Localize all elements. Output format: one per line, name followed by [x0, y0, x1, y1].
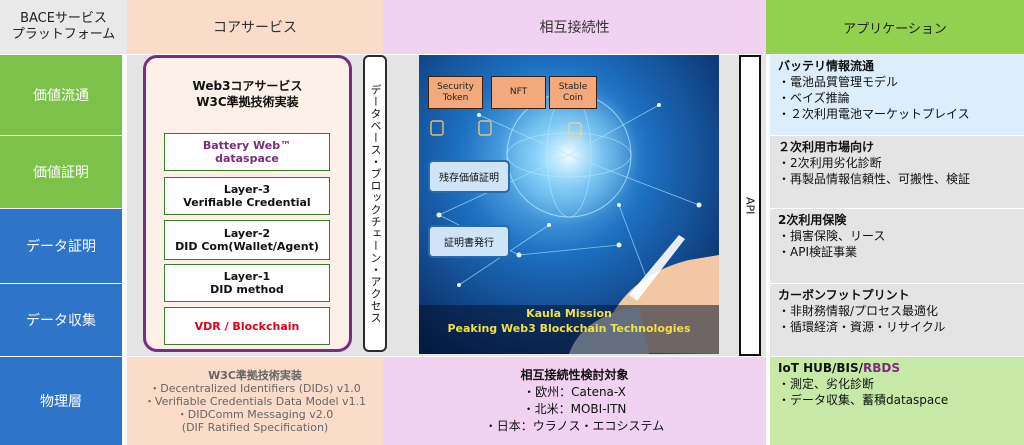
layer-battery-web-dataspace: Battery Web™ dataspace — [164, 133, 330, 171]
residual-value-proof-card: 残存価値証明 — [428, 160, 510, 193]
platform-header-label: BACEサービス プラットフォーム — [11, 11, 116, 42]
row-label-value-distribution: 価値流通 — [0, 55, 122, 135]
app-title: ２次利用市場向け — [778, 140, 875, 154]
app-item: ・2次利用劣化診断 — [778, 156, 882, 170]
app-carbon-footprint: カーボンフットプリント ・非財務情報/プロセス最適化 ・循環経済・資源・リサイク… — [770, 284, 1024, 356]
kaula-mission-caption: Kaula Mission Peaking Web3 Blockchain Te… — [447, 307, 691, 335]
database-blockchain-access-bar: データベース・ブロックチェーン・アクセス — [363, 55, 387, 352]
security-token-chip: Security Token — [428, 76, 483, 109]
app-item: ・非財務情報/プロセス最適化 — [778, 304, 939, 318]
app-iot-hub: IoT HUB/BIS/RBDS ・測定、劣化診断 ・データ収集、蓄積datas… — [770, 357, 1024, 445]
layer-2-did-com: Layer-2 DID Com(Wallet/Agent) — [164, 220, 330, 260]
layer-1-did-method: Layer-1 DID method — [164, 264, 330, 302]
app-item: ・損害保険、リース — [778, 229, 886, 243]
app-title-main: IoT HUB/BIS/ — [778, 361, 864, 375]
w3c-standard-item: ・Verifiable Credentials Data Model v1.1 — [143, 394, 367, 408]
app-item: ・API検証事業 — [778, 245, 857, 259]
w3c-standards-title: W3C準拠技術実装 — [208, 368, 302, 382]
core-services-title: Web3コアサービス W3C準拠技術実装 — [192, 79, 303, 109]
application-header: アプリケーション — [766, 0, 1024, 54]
app-item: ・再製品情報信頼性、可搬性、検証 — [778, 172, 971, 186]
app-item: ・データ収集、蓄積dataspace — [778, 393, 949, 407]
app-battery-info-distribution: バッテリ情報流通 ・電池品質管理モデル ・ベイズ推論 ・２次利用電池マーケットプ… — [770, 55, 1024, 135]
platform-header: BACEサービス プラットフォーム — [0, 0, 127, 54]
app-item: ・ベイズ推論 — [778, 91, 850, 105]
interop-target-item: ・欧州：Catena-X — [523, 385, 626, 399]
w3c-standard-item: ・Decentralized Identifiers (DIDs) v1.0 — [149, 381, 361, 395]
row-label-value-proof: 価値証明 — [0, 136, 122, 208]
layer-3-verifiable-credential: Layer-3 Verifiable Credential — [164, 177, 330, 215]
app-item: ・電池品質管理モデル — [778, 75, 899, 89]
w3c-standard-item: (DIF Ratified Specification) — [181, 420, 329, 434]
layer-vdr-blockchain: VDR / Blockchain — [164, 307, 330, 345]
row-label-physical-layer: 物理層 — [0, 357, 122, 445]
certificate-issuance-card: 証明書発行 — [428, 225, 510, 258]
stable-coin-chip: Stable Coin — [549, 76, 597, 109]
app-title: IoT HUB/BIS/RBDS — [778, 360, 1024, 376]
app-title: カーボンフットプリント — [778, 288, 910, 302]
row-label-data-proof: データ証明 — [0, 209, 122, 283]
app-secondary-market: ２次利用市場向け ・2次利用劣化診断 ・再製品情報信頼性、可搬性、検証 — [770, 136, 1024, 208]
w3c-standard-item: ・DIDComm Messaging v2.0 — [176, 407, 334, 421]
app-item: ・２次利用電池マーケットプレイス — [778, 107, 970, 121]
nft-chip: NFT — [491, 76, 546, 109]
interoperability-header: 相互接続性 — [383, 0, 766, 54]
app-title-rbds: RBDS — [863, 361, 901, 375]
app-title: バッテリ情報流通 — [778, 59, 875, 73]
interop-targets-title: 相互接続性検討対象 — [520, 368, 629, 382]
interop-target-item: ・日本：ウラノス・エコシステム — [484, 419, 665, 433]
interop-target-item: ・北米：MOBI-ITN — [522, 402, 627, 416]
app-secondary-insurance: 2次利用保険 ・損害保険、リース ・API検証事業 — [770, 209, 1024, 283]
api-bar: API — [739, 55, 761, 356]
core-services-header: コアサービス — [127, 0, 383, 54]
app-item: ・測定、劣化診断 — [778, 377, 875, 391]
interop-targets-panel: 相互接続性検討対象 ・欧州：Catena-X ・北米：MOBI-ITN ・日本：… — [383, 357, 766, 445]
app-item: ・循環経済・資源・リサイクル — [778, 320, 946, 334]
w3c-standards-panel: W3C準拠技術実装 ・Decentralized Identifiers (DI… — [127, 357, 383, 445]
app-title: 2次利用保険 — [778, 213, 847, 227]
row-label-data-collection: データ収集 — [0, 284, 122, 356]
